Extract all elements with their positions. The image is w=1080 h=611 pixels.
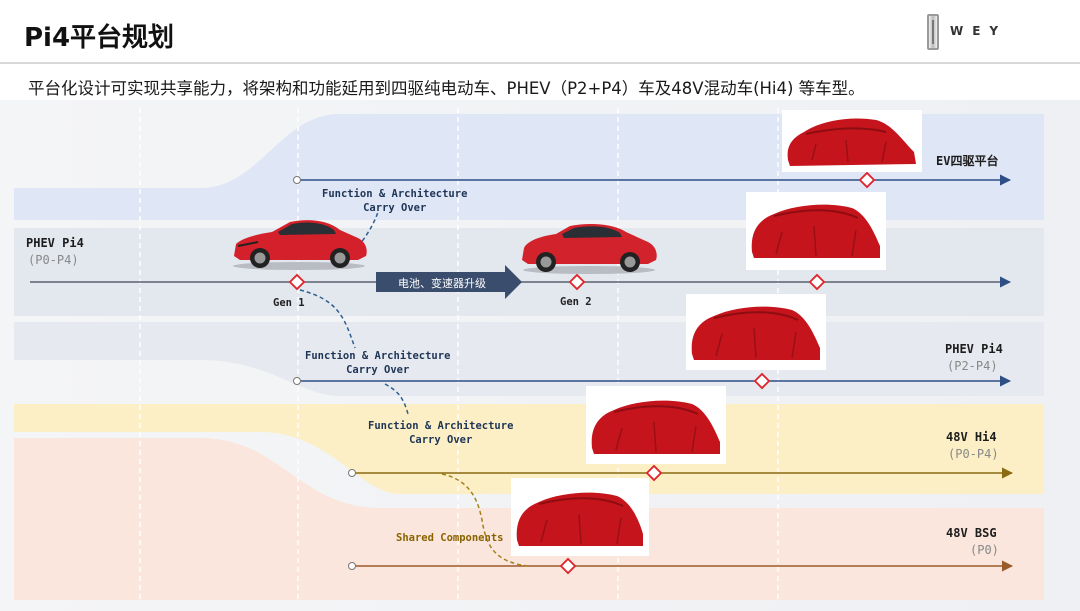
annotation-shared-components: Shared Components [396,532,504,544]
timeline-start-hi4 [348,469,356,477]
milestone-gen2 [568,273,586,291]
milestone-phev-p2p4 [753,372,771,390]
connector-shared [441,473,529,567]
band-hi4 [14,404,1044,494]
page-title: Pi4平台规划 [24,23,175,53]
timeline-start-bsg [348,562,356,570]
upgrade-arrow [376,265,522,299]
track-label-phev-main: PHEV Pi4 [26,236,84,250]
annotation-carry-over-3: Function & Architecture Carry Over [368,420,514,446]
track-sublabel-bsg: (P0) [970,543,999,557]
connector-carry-over-3 [384,383,409,415]
covered-car-bsg [511,478,649,556]
covered-car-phev-p2p4 [686,294,826,370]
track-label-phev-p2p4: PHEV Pi4 [945,342,1003,356]
covered-car-ev [782,110,922,172]
milestone-ev [858,171,876,189]
covered-car-phev-main [746,192,886,270]
milestone-label-gen1: Gen 1 [273,297,305,309]
timeline-start-phev-p2p4 [293,377,301,385]
wey-logo-text: WEY [950,24,1008,38]
track-sublabel-phev-main: (P0-P4) [28,253,79,267]
track-sublabel-phev-p2p4: (P2-P4) [947,359,998,373]
track-label-hi4: 48V Hi4 [946,430,997,444]
track-label-ev: EV四驱平台 [936,154,999,168]
milestone-gen1 [288,273,306,291]
annotation-carry-over-1: Function & Architecture Carry Over [322,188,468,214]
car-photo-gen1 [228,216,370,272]
annotation-carry-over-2: Function & Architecture Carry Over [305,350,451,376]
track-label-bsg: 48V BSG [946,526,997,540]
milestone-hi4 [645,464,663,482]
milestone-phev-main-next [808,273,826,291]
title-divider [0,62,1080,64]
wey-logo-icon [927,14,939,50]
subtitle: 平台化设计可实现共享能力，将架构和功能延用到四驱纯电动车、PHEV（P2+P4）… [28,79,865,98]
upgrade-arrow-label: 电池、变速器升级 [398,277,486,290]
milestone-label-gen2: Gen 2 [560,296,592,308]
track-sublabel-hi4: (P0-P4) [948,447,999,461]
covered-car-hi4 [586,386,726,464]
milestone-bsg [559,557,577,575]
car-photo-gen2 [518,220,660,276]
connector-carry-over-2 [299,289,356,349]
timeline-start-ev [293,176,301,184]
